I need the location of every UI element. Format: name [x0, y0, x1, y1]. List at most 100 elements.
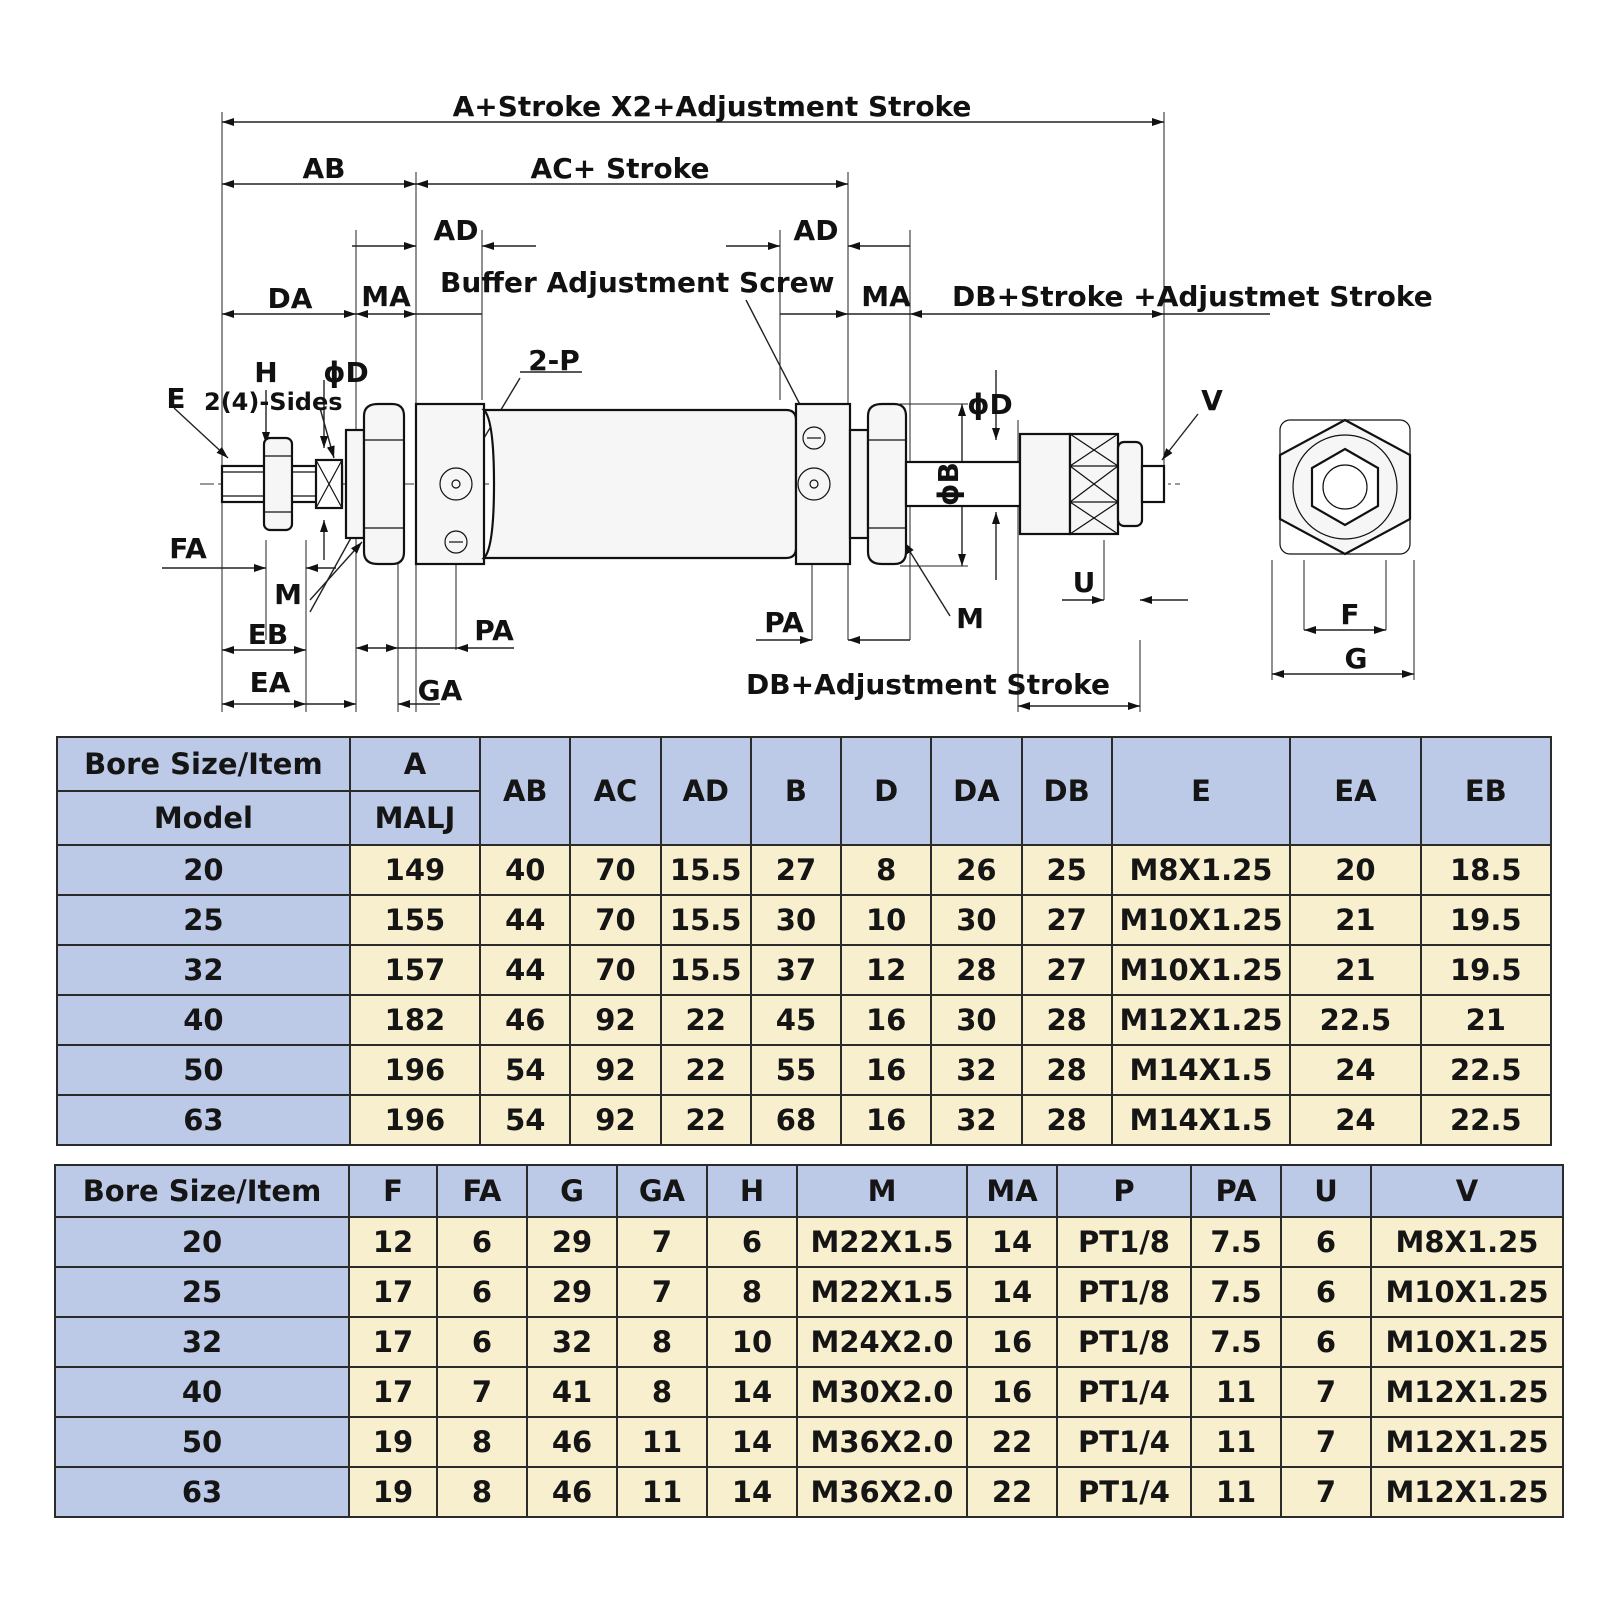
- label-h: H: [254, 356, 277, 389]
- table-cell: 15.5: [659, 894, 752, 946]
- table-cell: 10: [706, 1316, 798, 1368]
- table-cell: 11: [1190, 1466, 1282, 1518]
- table-cell: 14: [966, 1216, 1058, 1268]
- header-col: P: [1056, 1164, 1192, 1218]
- table-cell: 14: [706, 1366, 798, 1418]
- table-cell: 19.5: [1419, 894, 1553, 946]
- label-buffer-screw: Buffer Adjustment Screw: [440, 266, 834, 299]
- table-cell: 19.5: [1419, 944, 1553, 996]
- table-cell: 27: [1020, 894, 1113, 946]
- table-cell: PT1/8: [1056, 1266, 1192, 1318]
- header-col: M: [796, 1164, 968, 1218]
- label-f: F: [1340, 598, 1359, 631]
- table-cell: 196: [348, 1094, 482, 1146]
- table-cell: 17: [348, 1316, 438, 1368]
- table-cell: 92: [569, 1094, 662, 1146]
- table-cell: 7: [1280, 1466, 1372, 1518]
- table-cell: 21: [1289, 894, 1422, 946]
- header-col: AD: [659, 736, 752, 846]
- table-cell: PT1/4: [1056, 1466, 1192, 1518]
- table-cell: 17: [348, 1366, 438, 1418]
- label-a-total: A+Stroke X2+Adjustment Stroke: [453, 90, 972, 123]
- label-db-total: DB+Stroke +Adjustmet Stroke: [952, 280, 1433, 313]
- cylinder-dimension-drawing: A+Stroke X2+Adjustment Stroke AB AC+ Str…: [162, 90, 1433, 712]
- table-cell: 6: [436, 1316, 528, 1368]
- table-cell: M14X1.5: [1110, 1094, 1292, 1146]
- table-cell: 7: [1280, 1366, 1372, 1418]
- header-bore-size: Bore Size/Item: [56, 736, 351, 792]
- table-cell: 22.5: [1419, 1044, 1553, 1096]
- row-bore-size: 25: [56, 894, 351, 946]
- table-cell: M8X1.25: [1110, 844, 1292, 896]
- table-cell: 18.5: [1419, 844, 1553, 896]
- table-cell: 22.5: [1419, 1094, 1553, 1146]
- table-cell: 15.5: [659, 844, 752, 896]
- table-cell: 44: [479, 944, 572, 996]
- header-col: E: [1110, 736, 1292, 846]
- table-cell: 6: [1280, 1316, 1372, 1368]
- table-cell: 46: [526, 1466, 618, 1518]
- dimension-lines: [162, 118, 1414, 710]
- table-cell: 22.5: [1289, 994, 1422, 1046]
- table-cell: 30: [930, 994, 1023, 1046]
- label-phi-d-left: ϕD: [323, 356, 369, 389]
- table-cell: M10X1.25: [1370, 1316, 1564, 1368]
- table-cell: 14: [706, 1466, 798, 1518]
- label-ma-left: MA: [361, 280, 411, 313]
- table-cell: 149: [348, 844, 482, 896]
- row-bore-size: 63: [54, 1466, 350, 1518]
- label-ga: GA: [418, 674, 463, 707]
- header-col: AB: [479, 736, 572, 846]
- table-cell: 19: [348, 1466, 438, 1518]
- table-cell: 70: [569, 894, 662, 946]
- label-ad-left: AD: [434, 214, 479, 247]
- label-u: U: [1073, 566, 1096, 599]
- table-cell: 22: [966, 1466, 1058, 1518]
- table-cell: 30: [749, 894, 843, 946]
- table-cell: 41: [526, 1366, 618, 1418]
- header-col: DA: [930, 736, 1023, 846]
- label-v: V: [1201, 384, 1223, 417]
- label-pa-right: PA: [764, 606, 804, 639]
- label-2p: 2-P: [528, 344, 580, 377]
- row-bore-size: 20: [54, 1216, 350, 1268]
- table-cell: 8: [706, 1266, 798, 1318]
- row-bore-size: 32: [56, 944, 351, 996]
- table-cell: PT1/8: [1056, 1316, 1192, 1368]
- table-cell: 32: [526, 1316, 618, 1368]
- label-ma-right: MA: [861, 280, 911, 313]
- label-ea: EA: [250, 666, 291, 699]
- table-cell: 16: [840, 994, 933, 1046]
- table-cell: 7: [1280, 1416, 1372, 1468]
- row-bore-size: 32: [54, 1316, 350, 1368]
- table-cell: 32: [930, 1094, 1023, 1146]
- table-cell: 11: [616, 1466, 708, 1518]
- label-ad-right: AD: [794, 214, 839, 247]
- table-cell: 7: [616, 1216, 708, 1268]
- table-cell: PT1/8: [1056, 1216, 1192, 1268]
- table-cell: 46: [479, 994, 572, 1046]
- table-cell: M36X2.0: [796, 1416, 968, 1468]
- label-m-right: M: [956, 602, 984, 635]
- table-cell: M30X2.0: [796, 1366, 968, 1418]
- table-cell: M12X1.25: [1110, 994, 1292, 1046]
- table-cell: M22X1.5: [796, 1266, 968, 1318]
- header-col: U: [1280, 1164, 1372, 1218]
- table-cell: 22: [659, 1094, 752, 1146]
- table-cell: M36X2.0: [796, 1466, 968, 1518]
- header-col: D: [840, 736, 933, 846]
- header-model: Model: [56, 790, 351, 846]
- table-cell: M10X1.25: [1110, 944, 1292, 996]
- table-cell: M8X1.25: [1370, 1216, 1564, 1268]
- header-a: A: [348, 736, 482, 792]
- table-cell: 92: [569, 994, 662, 1046]
- table-cell: 54: [479, 1044, 572, 1096]
- table-cell: 16: [840, 1044, 933, 1096]
- table-cell: 22: [659, 1044, 752, 1096]
- table-cell: 16: [840, 1094, 933, 1146]
